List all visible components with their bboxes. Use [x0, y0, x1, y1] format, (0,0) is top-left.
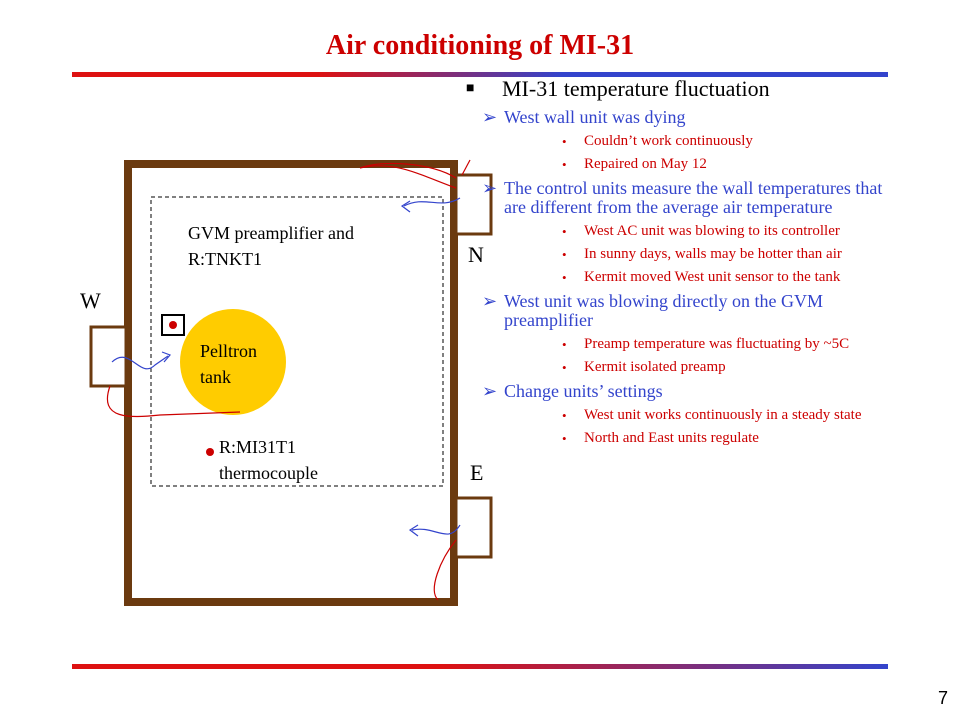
- bottom-rule: [72, 664, 888, 669]
- gvm-preamp-dot: [169, 321, 177, 329]
- bullet-list: ■MI-31 temperature fluctuation ➢West wal…: [466, 76, 886, 453]
- west-label: W: [80, 288, 101, 313]
- east-sensor-wire: [433, 539, 457, 601]
- north-label: N: [468, 242, 484, 267]
- bullet-l3: •In sunny days, walls may be hotter than…: [562, 246, 842, 262]
- bullet-heading: ■MI-31 temperature fluctuation: [466, 76, 770, 101]
- bullet-l2: ➢The control units measure the wall temp…: [482, 178, 883, 217]
- north-airflow-arrowhead: [400, 200, 411, 213]
- bullet-l3: •Kermit isolated preamp: [562, 359, 726, 375]
- north-ac-unit: [454, 173, 493, 236]
- bullet-l3: •Kermit moved West unit sensor to the ta…: [562, 269, 841, 285]
- west-sensor-wire: [107, 385, 241, 418]
- room-wall: [124, 160, 458, 606]
- bullet-l3: •Couldn’t work continuously: [562, 133, 753, 149]
- east-label: E: [470, 460, 484, 485]
- dashed-zone: [150, 196, 444, 487]
- bullet-l3: •West unit works continuously in a stead…: [562, 407, 862, 423]
- east-ac-unit: [454, 496, 493, 559]
- west-ac-unit: [89, 325, 128, 388]
- north-wire-top: [461, 159, 471, 176]
- north-airflow-arrow: [403, 197, 461, 207]
- east-airflow-arrowhead: [408, 524, 419, 537]
- gvm-label: GVM preamplifier and R:TNKT1: [188, 223, 354, 269]
- west-airflow-arrowhead: [161, 351, 172, 363]
- pelletron-tank: [180, 309, 286, 415]
- bullet-l2: ➢West unit was blowing directly on the G…: [482, 291, 824, 330]
- west-airflow-arrow: [111, 355, 169, 370]
- bullet-l2: ➢Change units’ settings: [482, 381, 663, 401]
- thermocouple-dot: [206, 448, 214, 456]
- top-rule: [72, 72, 888, 77]
- bullet-l3: •West AC unit was blowing to its control…: [562, 223, 840, 239]
- bullet-l2: ➢West wall unit was dying: [482, 107, 686, 127]
- tank-label: Pelltron tank: [200, 341, 257, 387]
- bullet-l3: •North and East units regulate: [562, 430, 759, 446]
- thermocouple-label: R:MI31T1 thermocouple: [219, 437, 318, 483]
- north-sensor-wire: [359, 162, 457, 189]
- east-airflow-arrow: [411, 524, 461, 535]
- bullet-l3: •Repaired on May 12: [562, 156, 707, 172]
- bullet-l3: •Preamp temperature was fluctuating by ~…: [562, 336, 850, 352]
- page-number: 7: [937, 688, 948, 708]
- slide-title: Air conditioning of MI-31: [325, 30, 635, 61]
